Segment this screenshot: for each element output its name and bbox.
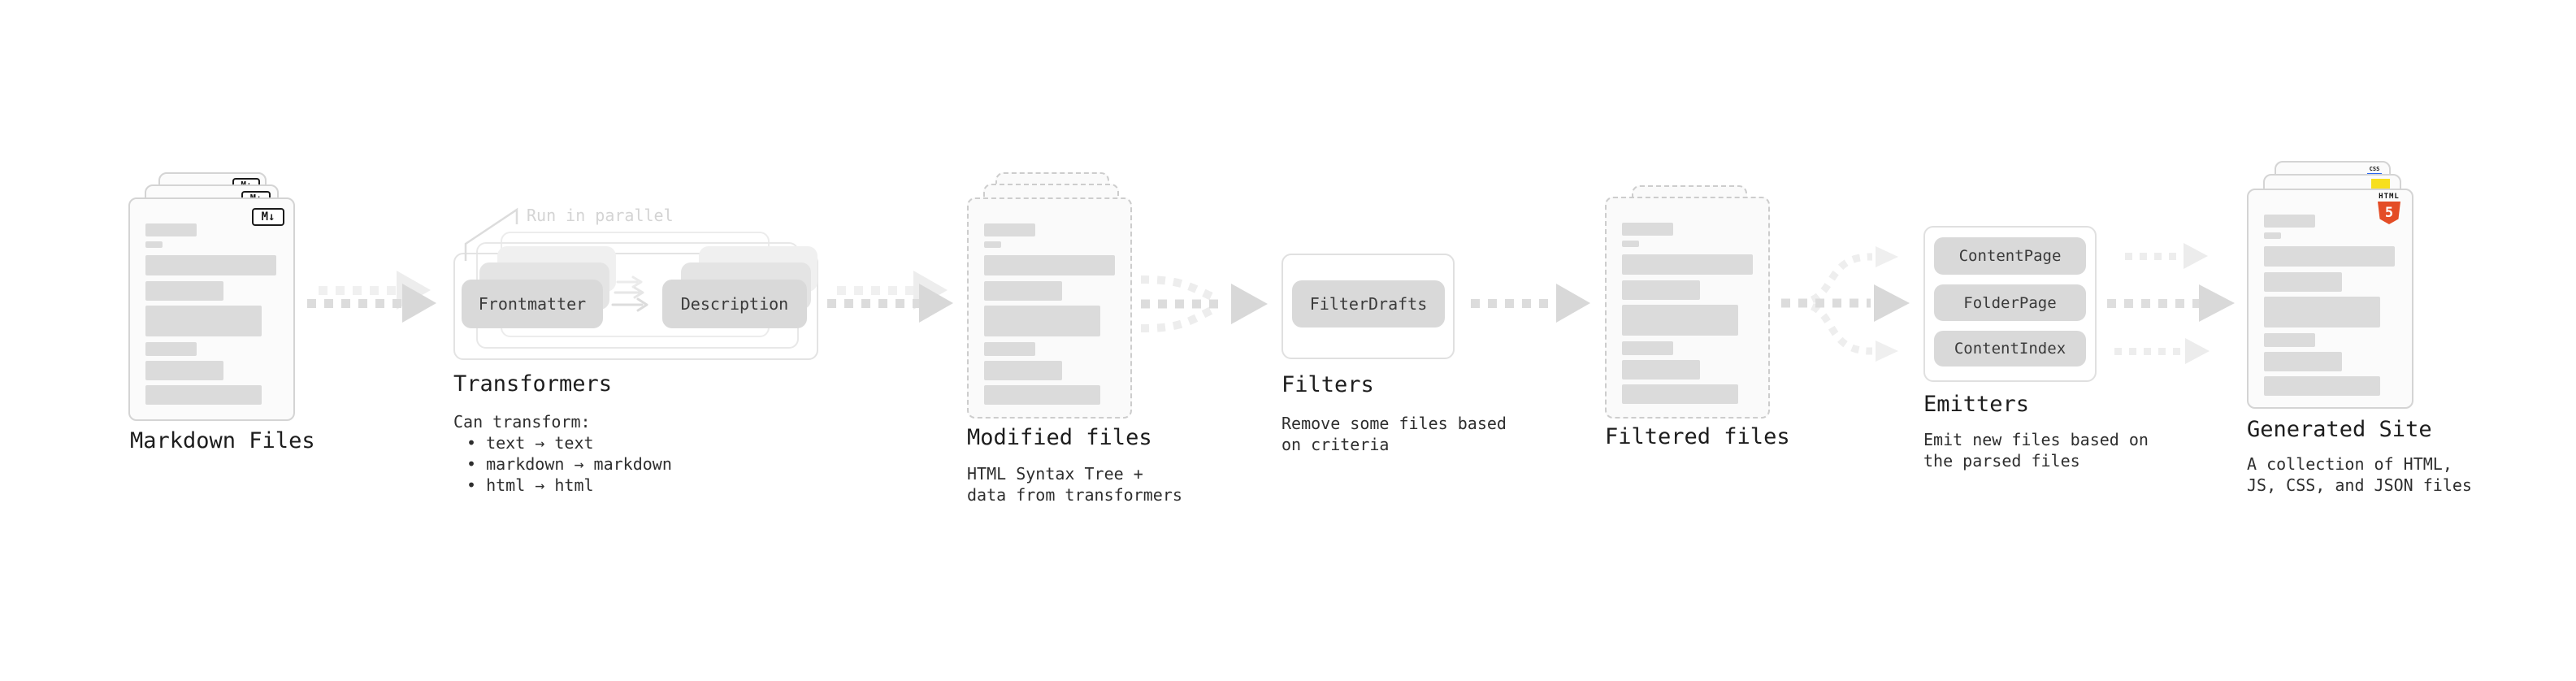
frontmatter-chip: Frontmatter [462,280,603,328]
html5-icon: HTML 5 [2375,193,2403,224]
emitter-output-arrow-middle [2107,284,2235,322]
filtered-file-card-front [1605,197,1770,419]
generated-file-card-front: HTML 5 [2247,189,2413,409]
filtered-files-title: Filtered files [1605,424,1790,449]
generated-site-title: Generated Site [2247,417,2432,442]
merge-arrow-modified-to-filters [1140,275,1268,332]
filters-description: Remove some files based on criteria [1281,414,1507,454]
transformers-description: Can transform: • text → text • markdown … [453,412,672,495]
folderpage-chip: FolderPage [1934,284,2086,321]
contentpage-chip: ContentPage [1934,237,2086,275]
filterdrafts-chip: FilterDrafts [1292,280,1445,327]
contentindex-chip: ContentIndex [1934,331,2086,367]
emitters-description: Emit new files based on the parsed files [1923,430,2149,471]
flow-arrow-filters-to-filtered [1471,284,1590,323]
filters-title: Filters [1281,372,1374,397]
flow-arrow-markdown-to-transformers [307,284,436,323]
file-content-skeleton [2264,215,2395,396]
markdown-icon: M↓ [252,208,284,226]
flow-arrow-transformers-to-modified [827,284,953,323]
run-in-parallel-label: Run in parallel [527,206,674,225]
emitter-output-arrow-bottom [2114,338,2210,364]
emitters-box [1923,226,2097,382]
transformer-box-front [453,253,818,360]
modified-files-description: HTML Syntax Tree + data from transformer… [967,464,1182,505]
file-content-skeleton [984,223,1115,405]
emitters-title: Emitters [1923,392,2030,417]
generated-site-description: A collection of HTML, JS, CSS, and JSON … [2247,454,2472,495]
modified-files-title: Modified files [967,425,1152,450]
js-icon [2371,179,2390,189]
emitter-output-arrow-top [2125,243,2208,269]
markdown-files-label: Markdown Files [130,428,315,453]
transformers-title: Transformers [453,371,613,397]
markdown-file-card-front: M↓ [128,197,295,421]
fanout-arrow-filtered-to-emitters [1781,246,1910,362]
description-chip: Description [662,280,807,328]
file-content-skeleton [145,223,276,405]
modified-file-card-front [967,197,1132,419]
file-content-skeleton [1622,223,1753,404]
